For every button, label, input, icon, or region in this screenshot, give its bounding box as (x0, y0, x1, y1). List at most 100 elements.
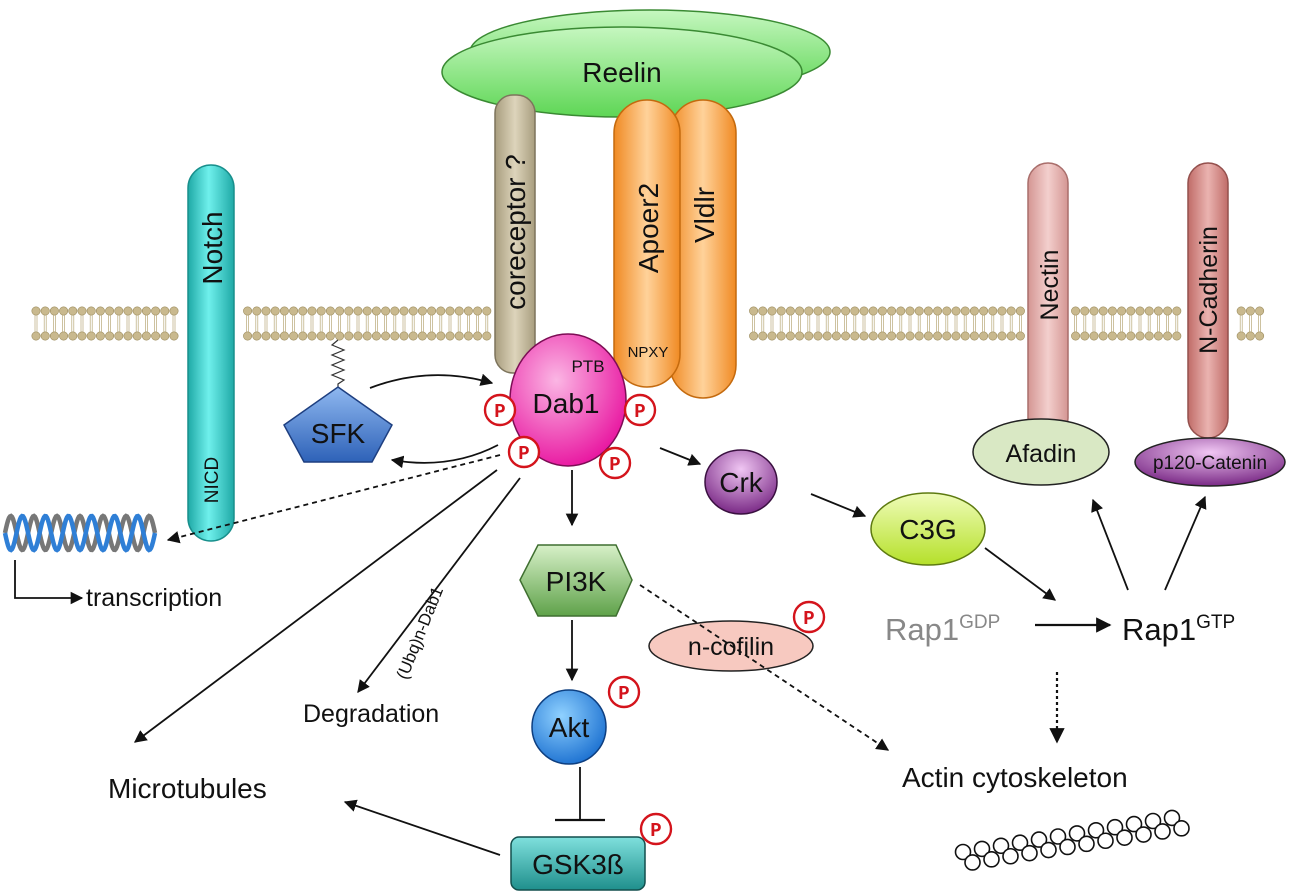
cell-membrane (31, 306, 1265, 341)
lipid-head (923, 331, 933, 341)
pi3k-label: PI3K (546, 566, 607, 597)
lipid-head (868, 306, 878, 316)
afadin: Afadin (972, 418, 1110, 486)
lipid-head (767, 331, 777, 341)
lipid-head (1144, 306, 1154, 316)
actin-monomer (1163, 809, 1181, 827)
degradation-label: Degradation (303, 700, 439, 728)
actin-monomer (1078, 835, 1095, 853)
phospho-label: P (634, 401, 645, 423)
lipid-head (1089, 331, 1099, 341)
lipid-head (1006, 306, 1016, 316)
rap1-gtp-base: Rap1 (1122, 612, 1196, 647)
lipid-head (1236, 331, 1246, 341)
lipid-head (896, 331, 906, 341)
ptb-label: PTB (571, 357, 604, 376)
lipid-head (1015, 331, 1025, 341)
rap1-gdp-sup: GDP (959, 612, 1000, 633)
lipid-head (1080, 331, 1090, 341)
lipid-head (289, 331, 299, 341)
actin-monomer (1030, 831, 1048, 848)
actin-monomer (1049, 828, 1067, 845)
lipid-head (841, 331, 851, 341)
lipid-head (1153, 331, 1163, 341)
lipid-head (417, 306, 427, 316)
lipid-head (105, 306, 115, 316)
lipid-head (914, 306, 924, 316)
lipid-head (749, 306, 759, 316)
lipid-head (408, 306, 418, 316)
lipid-head (169, 331, 179, 341)
notch-label: Notch (197, 211, 228, 284)
lipid-head (243, 306, 253, 316)
lipid-head (298, 331, 308, 341)
p120-catenin: p120-Catenin (1134, 437, 1286, 487)
lipid-head (68, 331, 78, 341)
vldlr-receptor: Vldlr (669, 99, 737, 399)
npxy-label: NPXY (628, 344, 669, 361)
lipid-head (887, 306, 897, 316)
lipid-head (86, 331, 96, 341)
lipid-head (381, 306, 391, 316)
lipid-head (335, 331, 345, 341)
lipid-head (1172, 331, 1182, 341)
lipid-head (316, 331, 326, 341)
crk-label: Crk (719, 467, 764, 498)
gsk3b-label: GSK3ß (532, 849, 624, 880)
coreceptor-label: coreceptor ? (500, 154, 531, 310)
lipid-head (758, 331, 768, 341)
lipid-head (123, 306, 133, 316)
c3g: C3G (870, 492, 986, 566)
phospho-circle-icon (598, 446, 632, 480)
lipid-head (252, 306, 262, 316)
dna-helix-icon (2, 513, 158, 553)
lipid-head (86, 306, 96, 316)
lipid-head (1107, 331, 1117, 341)
actin-monomer (1173, 820, 1190, 837)
lipid-head (454, 306, 464, 316)
actin-monomer (1002, 847, 1019, 865)
actin-monomer (1116, 829, 1133, 846)
lipid-head (279, 306, 289, 316)
lipid-head (445, 331, 455, 341)
lipid-head (1172, 306, 1182, 316)
lipid-head (979, 331, 989, 341)
actin-monomer (954, 843, 972, 861)
sfk-kinase: SFK (283, 386, 393, 463)
phospho-circle-icon (607, 675, 641, 709)
lipid-head (1117, 331, 1127, 341)
lipid-head (933, 306, 943, 316)
lipid-head (325, 306, 335, 316)
lipid-head (914, 331, 924, 341)
lipid-head (896, 306, 906, 316)
rap1-gtp: Rap1GTP (1122, 612, 1235, 647)
lipid-head (49, 331, 59, 341)
lipid-head (252, 331, 262, 341)
lipid-head (261, 331, 271, 341)
lipid-head (59, 306, 69, 316)
actin-filament-icon (954, 809, 1190, 871)
lipid-head (243, 331, 253, 341)
lipid-head (454, 331, 464, 341)
pi3k: PI3K (519, 544, 633, 617)
lipid-head (969, 306, 979, 316)
actin-monomer (964, 854, 981, 871)
nicd-label: NICD (202, 457, 223, 503)
actin-monomer (1106, 818, 1124, 836)
phospho-circle-icon (639, 812, 673, 846)
lipid-head (105, 331, 115, 341)
lipid-head (1135, 331, 1145, 341)
lipid-head (951, 306, 961, 316)
lipid-head (1107, 306, 1117, 316)
actin-monomer (1097, 832, 1114, 850)
ubq-dab1-label: (Ubq)n-Dab1 (393, 584, 447, 682)
lipid-head (923, 306, 933, 316)
lipid-head (473, 331, 483, 341)
lipid-head (307, 306, 317, 316)
sfk-lipid-anchor (330, 339, 346, 388)
dna-strand (2, 513, 158, 553)
actin-monomer (1068, 825, 1086, 842)
lipid-head (822, 331, 832, 341)
